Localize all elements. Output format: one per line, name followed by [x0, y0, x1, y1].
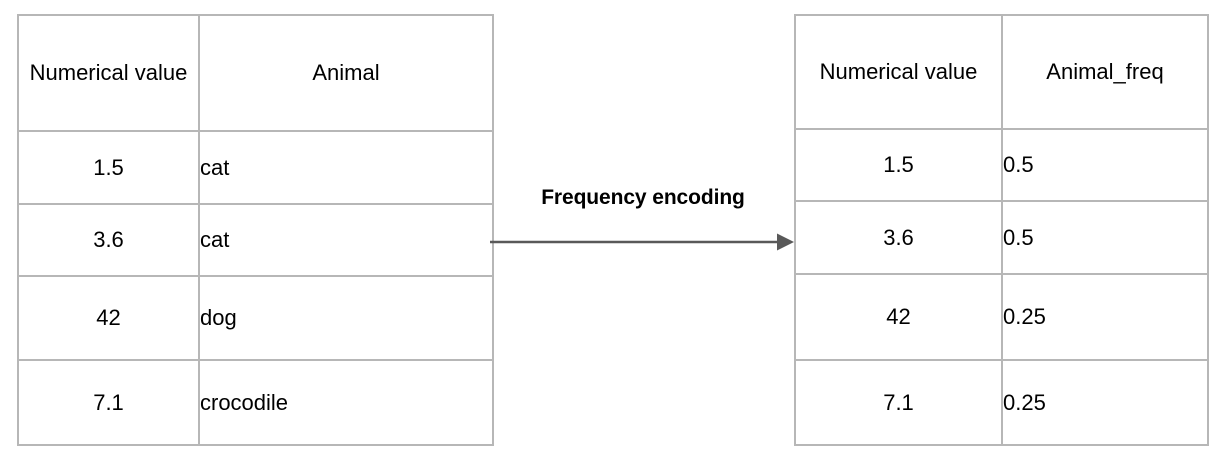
result-table: Numerical value Animal_freq 1.5 0.5 3.6 …: [794, 14, 1209, 446]
column-header-numerical-value: Numerical value: [17, 14, 200, 132]
table-row: 7.1 0.25: [794, 359, 1209, 446]
table-row: 42 dog: [17, 275, 494, 361]
cell-numerical-value: 1.5: [794, 128, 1003, 202]
table-row: 3.6 cat: [17, 203, 494, 277]
cell-numerical-value: 3.6: [17, 203, 200, 277]
cell-numerical-value: 42: [794, 273, 1003, 361]
cell-numerical-value: 3.6: [794, 200, 1003, 275]
cell-animal: dog: [198, 275, 494, 361]
cell-animal: crocodile: [198, 359, 494, 446]
table-row: 1.5 0.5: [794, 128, 1209, 202]
cell-animal: cat: [198, 203, 494, 277]
table-row: 7.1 crocodile: [17, 359, 494, 446]
cell-numerical-value: 42: [17, 275, 200, 361]
table-header-row: Numerical value Animal_freq: [794, 14, 1209, 130]
table-row: 1.5 cat: [17, 130, 494, 205]
transform-annotation: Frequency encoding: [489, 186, 797, 261]
column-header-animal-freq: Animal_freq: [1001, 14, 1209, 130]
cell-numerical-value: 7.1: [17, 359, 200, 446]
cell-animal-freq: 0.5: [1001, 200, 1209, 275]
table-row: 42 0.25: [794, 273, 1209, 361]
column-header-animal: Animal: [198, 14, 494, 132]
arrow-right-icon: [490, 233, 794, 251]
cell-numerical-value: 7.1: [794, 359, 1003, 446]
cell-animal-freq: 0.25: [1001, 359, 1209, 446]
cell-numerical-value: 1.5: [17, 130, 200, 205]
table-header-row: Numerical value Animal: [17, 14, 494, 132]
cell-animal: cat: [198, 130, 494, 205]
table-row: 3.6 0.5: [794, 200, 1209, 275]
column-header-numerical-value: Numerical value: [794, 14, 1003, 130]
cell-animal-freq: 0.25: [1001, 273, 1209, 361]
transform-label: Frequency encoding: [541, 186, 745, 209]
cell-animal-freq: 0.5: [1001, 128, 1209, 202]
source-table: Numerical value Animal 1.5 cat 3.6 cat 4…: [17, 14, 494, 446]
